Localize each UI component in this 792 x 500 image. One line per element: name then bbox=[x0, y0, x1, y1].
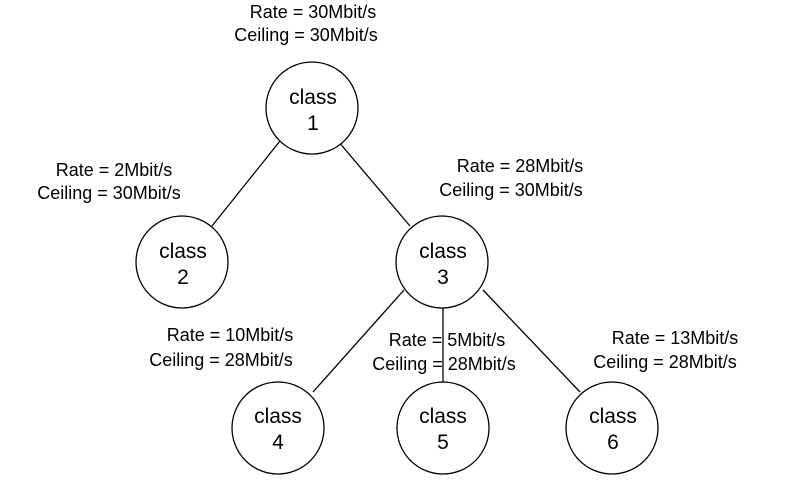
node-number: 6 bbox=[607, 431, 619, 454]
node-word: class bbox=[159, 240, 207, 263]
label-class-4: Rate = 10Mbit/s Ceiling = 28Mbit/s bbox=[149, 325, 293, 370]
node-class-3: class 3 bbox=[395, 215, 489, 309]
node-word: class bbox=[254, 405, 302, 428]
ceiling-label: Ceiling = 30Mbit/s bbox=[234, 25, 378, 45]
node-number: 5 bbox=[437, 431, 449, 454]
rate-label: Rate = 30Mbit/s bbox=[250, 2, 377, 22]
ceiling-label: Ceiling = 28Mbit/s bbox=[593, 352, 737, 372]
ceiling-label: Ceiling = 30Mbit/s bbox=[37, 183, 181, 203]
node-circle bbox=[231, 381, 325, 475]
rate-label: Rate = 28Mbit/s bbox=[457, 156, 584, 176]
ceiling-label: Ceiling = 28Mbit/s bbox=[149, 350, 293, 370]
label-class-2: Rate = 2Mbit/s Ceiling = 30Mbit/s bbox=[37, 160, 181, 203]
node-number: 4 bbox=[272, 431, 284, 454]
edges bbox=[211, 140, 581, 393]
node-number: 3 bbox=[437, 266, 449, 289]
node-circle bbox=[565, 381, 659, 475]
node-circle bbox=[395, 215, 489, 309]
node-word: class bbox=[419, 240, 467, 263]
node-class-6: class 6 bbox=[565, 381, 659, 475]
node-class-2: class 2 bbox=[135, 215, 229, 309]
rate-label: Rate = 5Mbit/s bbox=[389, 330, 506, 350]
node-class-1: class 1 bbox=[265, 61, 359, 155]
label-class-1: Rate = 30Mbit/s Ceiling = 30Mbit/s bbox=[234, 2, 378, 45]
edge-3-6 bbox=[482, 289, 581, 393]
label-class-5: Rate = 5Mbit/s Ceiling = 28Mbit/s bbox=[372, 330, 516, 374]
node-class-5: class 5 bbox=[396, 381, 490, 475]
node-number: 2 bbox=[177, 266, 189, 289]
rate-label: Rate = 13Mbit/s bbox=[612, 328, 739, 348]
node-circle bbox=[396, 381, 490, 475]
rate-label: Rate = 10Mbit/s bbox=[167, 325, 294, 345]
edge-1-3 bbox=[337, 140, 411, 227]
edge-3-4 bbox=[312, 289, 405, 393]
label-class-6: Rate = 13Mbit/s Ceiling = 28Mbit/s bbox=[593, 328, 738, 372]
label-class-3: Rate = 28Mbit/s Ceiling = 30Mbit/s bbox=[439, 156, 583, 200]
node-number: 1 bbox=[307, 112, 319, 135]
node-word: class bbox=[419, 405, 467, 428]
node-circle bbox=[265, 61, 359, 155]
node-class-4: class 4 bbox=[231, 381, 325, 475]
ceiling-label: Ceiling = 30Mbit/s bbox=[439, 180, 583, 200]
node-word: class bbox=[589, 405, 637, 428]
node-word: class bbox=[289, 86, 337, 109]
edge-1-2 bbox=[211, 140, 281, 227]
node-circle bbox=[135, 215, 229, 309]
ceiling-label: Ceiling = 28Mbit/s bbox=[372, 354, 516, 374]
rate-label: Rate = 2Mbit/s bbox=[56, 160, 173, 180]
